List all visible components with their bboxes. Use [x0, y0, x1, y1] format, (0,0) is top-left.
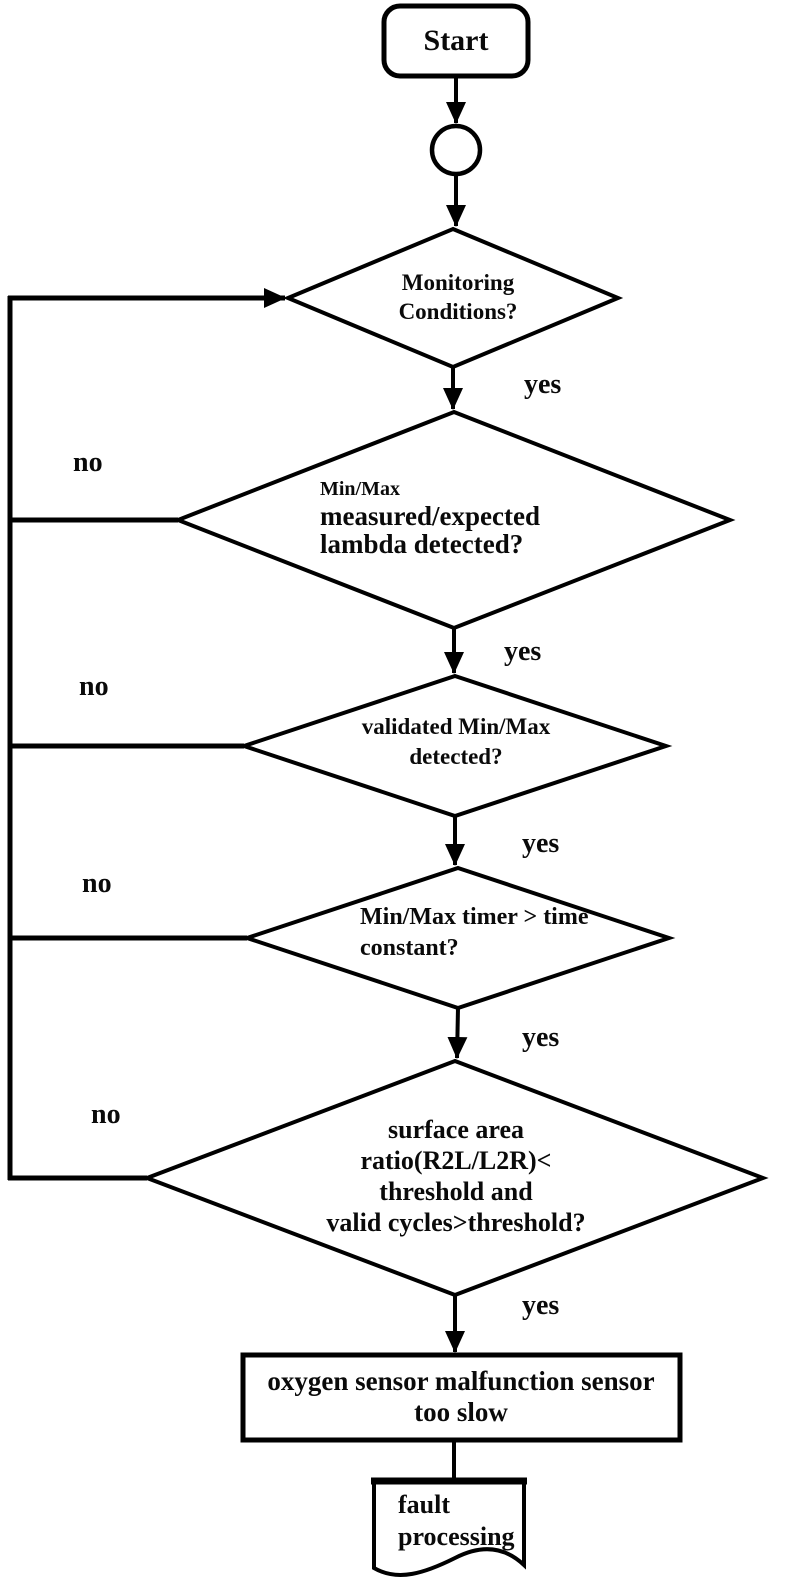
label-line: surface area [388, 1115, 524, 1144]
label-line: detected? [409, 744, 503, 769]
edge-label-yes-4: yes [522, 1022, 560, 1053]
edge-label-yes-3: yes [522, 828, 560, 859]
label-line: Monitoring [401, 270, 515, 295]
label-line: threshold and [379, 1177, 533, 1206]
edge-label-no-3: no [82, 868, 112, 899]
start-node-shape [381, 3, 531, 79]
label-line: processing [398, 1522, 515, 1551]
edge-label-no-4: no [91, 1099, 121, 1130]
label-line: constant? [360, 935, 459, 961]
edge-timer-to-surface [447, 1007, 468, 1059]
decision-minmax-lambda-label: Min/Max measured/expected lambda detecte… [320, 476, 540, 558]
edge-label-yes-2: yes [504, 636, 542, 667]
edge-label-no-2: no [79, 671, 109, 702]
label-line: fault [398, 1490, 450, 1519]
document-fault-label: fault processing [398, 1489, 515, 1553]
document-fault-shape [372, 1479, 526, 1577]
label-line: too slow [414, 1397, 508, 1427]
process-malfunction-label: oxygen sensor malfunction sensor too slo… [267, 1366, 654, 1428]
decision-surface-area-label: surface area ratio(R2L/L2R)< threshold a… [326, 1114, 585, 1238]
label-line: Min/Max timer > time [360, 904, 589, 930]
process-malfunction-shape [240, 1352, 683, 1443]
edge-label-yes-5: yes [522, 1290, 560, 1321]
start-node-label: Start [423, 24, 489, 57]
label-line: measured/expected [320, 501, 540, 531]
label-line: Conditions? [398, 299, 518, 324]
edge-label-no-1: no [73, 447, 103, 478]
connector-circle-shape [429, 123, 483, 177]
decision-validated-minmax-label: validated Min/Max detected? [362, 712, 550, 772]
edge-label-yes-1: yes [524, 369, 562, 400]
label-line: Min/Max [320, 478, 400, 500]
label-line: valid cycles>threshold? [326, 1208, 586, 1237]
label-line: validated Min/Max [361, 714, 551, 739]
decision-minmax-timer-label: Min/Max timer > time constant? [360, 902, 589, 964]
label-line: lambda detected? [320, 529, 524, 559]
label-line: ratio(R2L/L2R)< [360, 1146, 552, 1175]
label-line: oxygen sensor malfunction sensor [267, 1366, 655, 1396]
decision-monitoring-conditions-label: Monitoring Conditions? [399, 268, 518, 326]
